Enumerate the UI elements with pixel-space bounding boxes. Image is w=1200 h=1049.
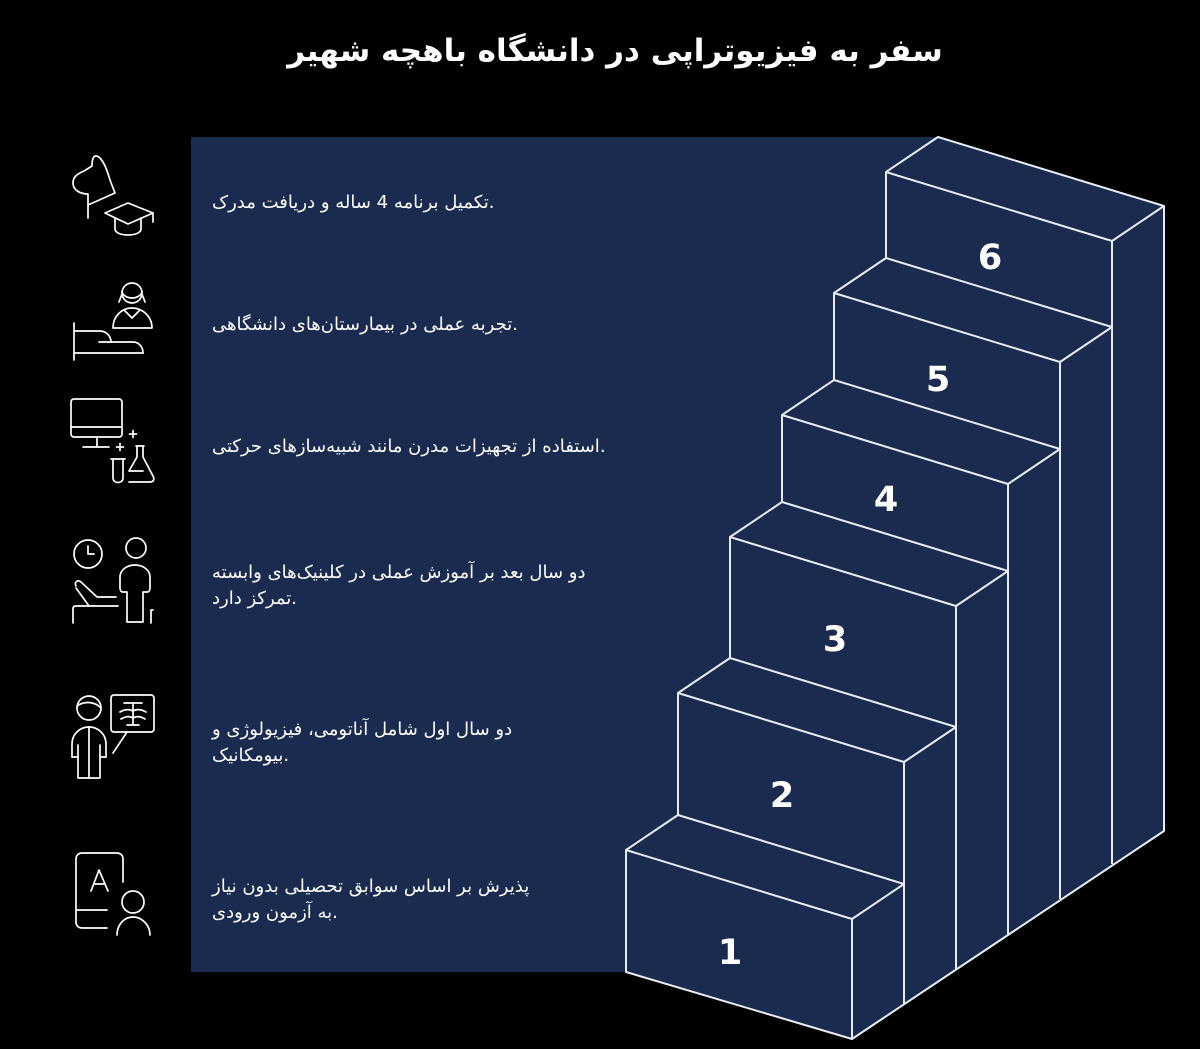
step-3-shape (729, 501, 1009, 969)
step-5-shape (833, 257, 1113, 899)
step-3-description: دو سال بعد بر آموزش عملی در کلینیک‌های و… (212, 562, 586, 609)
step-number-4: 4 (873, 480, 899, 520)
page-title: سفر به فیزیوتراپی در دانشگاه باهچه شهیر (287, 33, 943, 69)
step-5-description: تجربه عملی در بیمارستان‌های دانشگاهی. (212, 314, 518, 335)
anatomy-lesson-icon (65, 690, 160, 785)
step-number-2: 2 (769, 776, 795, 816)
lab-equipment-icon (65, 395, 160, 490)
clinic-practice-icon (65, 533, 160, 628)
student-id-card-icon (65, 845, 160, 940)
hospital-nurse-icon (65, 270, 165, 370)
step-number-3: 3 (822, 620, 848, 660)
step-number-1: 1 (717, 933, 743, 973)
staircase-lines (625, 136, 1165, 1040)
step-number-5: 5 (925, 360, 951, 400)
step-2-description: دو سال اول شامل آناتومی، فیزیولوژی و بیو… (212, 719, 513, 766)
step-1-shape (625, 814, 905, 1040)
step-4-description: استفاده از تجهیزات مدرن مانند شبیه‌سازها… (212, 436, 606, 457)
step-6-description: تکمیل برنامه 4 ساله و دریافت مدرک. (212, 192, 495, 213)
step-6-shape (851, 136, 1165, 1040)
panel-background (191, 137, 1164, 1039)
step-number-6: 6 (977, 238, 1003, 278)
step-1-description: پذیرش بر اساس سوابق تحصیلی بدون نیاز به … (212, 876, 530, 923)
step-2-shape (677, 657, 957, 1004)
step-4-shape (781, 379, 1061, 934)
graduation-icon (60, 145, 170, 250)
